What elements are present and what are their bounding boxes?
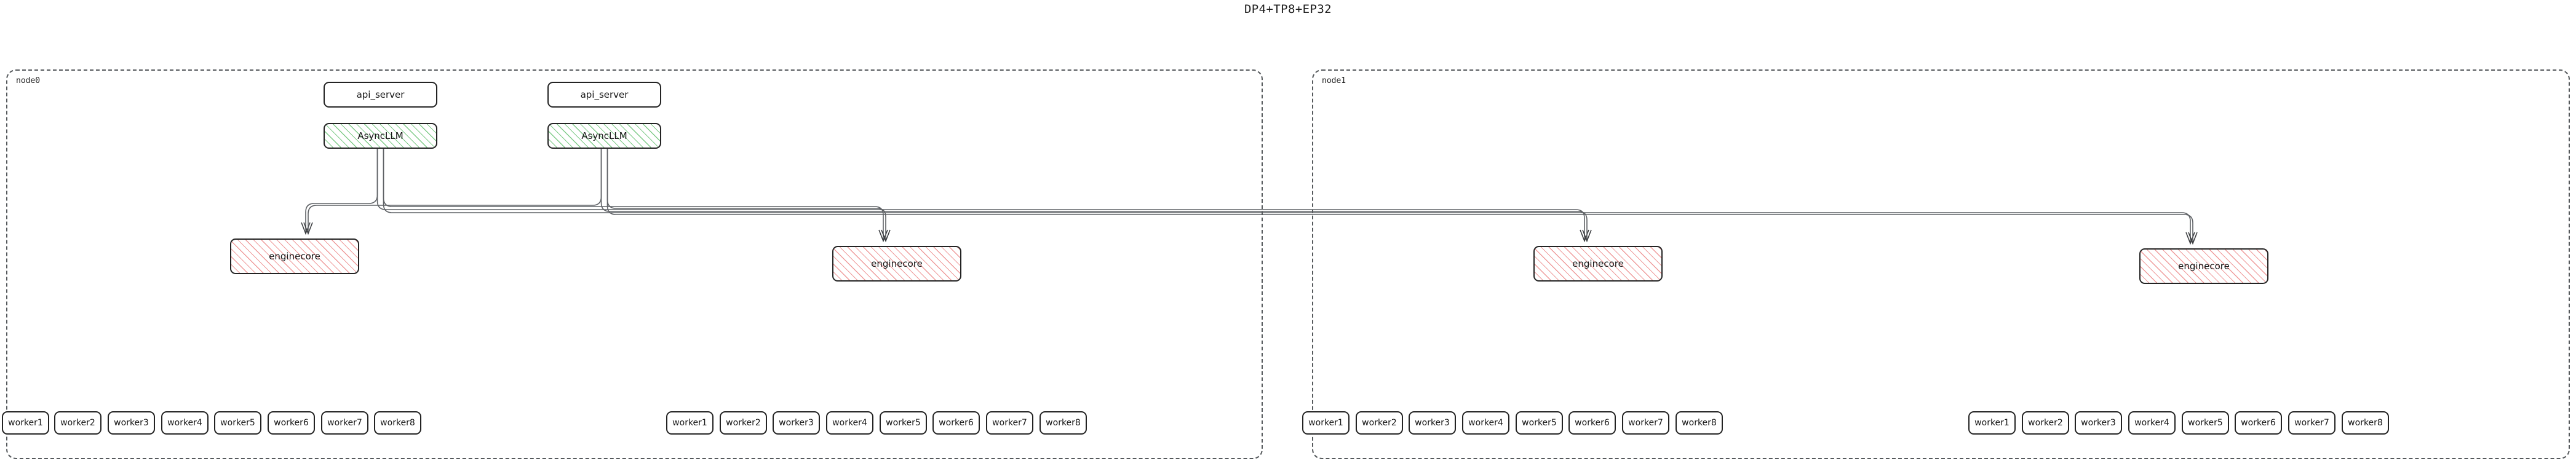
worker-box-group0-7-label: worker7 bbox=[327, 418, 362, 428]
worker-box-group3-7-label: worker7 bbox=[2294, 418, 2329, 428]
enginecore-box-4-label: enginecore bbox=[2178, 261, 2230, 272]
worker-box-group3-5[interactable]: worker5 bbox=[2182, 411, 2229, 435]
worker-box-group0-4-label: worker4 bbox=[167, 418, 202, 428]
worker-box-group3-3[interactable]: worker3 bbox=[2075, 411, 2122, 435]
worker-box-group0-6-label: worker6 bbox=[274, 418, 309, 428]
enginecore-box-4[interactable]: enginecore bbox=[2139, 248, 2268, 284]
worker-box-group1-6[interactable]: worker6 bbox=[932, 411, 980, 435]
worker-box-group2-2-label: worker2 bbox=[1362, 418, 1397, 428]
worker-box-group2-8-label: worker8 bbox=[1682, 418, 1717, 428]
enginecore-box-1[interactable]: enginecore bbox=[230, 238, 359, 274]
asyncllm-box-1[interactable]: AsyncLLM bbox=[324, 123, 437, 149]
worker-box-group0-7[interactable]: worker7 bbox=[321, 411, 368, 435]
worker-box-group3-2[interactable]: worker2 bbox=[2022, 411, 2069, 435]
worker-box-group0-3[interactable]: worker3 bbox=[108, 411, 155, 435]
worker-box-group1-4[interactable]: worker4 bbox=[826, 411, 873, 435]
worker-box-group0-6[interactable]: worker6 bbox=[268, 411, 315, 435]
worker-box-group1-1-label: worker1 bbox=[672, 418, 707, 428]
worker-box-group1-8-label: worker8 bbox=[1046, 418, 1081, 428]
worker-box-group2-5-label: worker5 bbox=[1522, 418, 1557, 428]
worker-box-group0-3-label: worker3 bbox=[114, 418, 149, 428]
worker-box-group3-4-label: worker4 bbox=[2134, 418, 2169, 428]
worker-box-group2-7[interactable]: worker7 bbox=[1622, 411, 1669, 435]
worker-box-group0-5-label: worker5 bbox=[220, 418, 255, 428]
worker-box-group3-1[interactable]: worker1 bbox=[1968, 411, 2016, 435]
enginecore-box-2-label: enginecore bbox=[871, 258, 923, 269]
worker-box-group0-2[interactable]: worker2 bbox=[54, 411, 101, 435]
page-title: DP4+TP8+EP32 bbox=[1244, 2, 1332, 16]
worker-box-group1-5[interactable]: worker5 bbox=[880, 411, 927, 435]
worker-box-group1-2[interactable]: worker2 bbox=[720, 411, 767, 435]
node-cluster-node1: node1 bbox=[1312, 69, 2570, 459]
worker-box-group1-7-label: worker7 bbox=[992, 418, 1027, 428]
worker-box-group1-6-label: worker6 bbox=[939, 418, 974, 428]
worker-box-group2-1[interactable]: worker1 bbox=[1302, 411, 1350, 435]
worker-box-group1-8[interactable]: worker8 bbox=[1040, 411, 1087, 435]
enginecore-box-3-label: enginecore bbox=[1572, 258, 1624, 269]
worker-box-group0-2-label: worker2 bbox=[60, 418, 95, 428]
asyncllm-box-1-label: AsyncLLM bbox=[357, 130, 403, 141]
worker-box-group3-8[interactable]: worker8 bbox=[2342, 411, 2389, 435]
worker-box-group2-3[interactable]: worker3 bbox=[1409, 411, 1456, 435]
worker-box-group1-4-label: worker4 bbox=[832, 418, 867, 428]
worker-box-group0-8[interactable]: worker8 bbox=[374, 411, 421, 435]
worker-box-group0-4[interactable]: worker4 bbox=[161, 411, 209, 435]
worker-box-group3-3-label: worker3 bbox=[2081, 418, 2116, 428]
worker-box-group1-1[interactable]: worker1 bbox=[666, 411, 714, 435]
enginecore-box-3[interactable]: enginecore bbox=[1533, 246, 1663, 282]
api-server-box-2-label: api_server bbox=[580, 89, 629, 100]
worker-box-group2-1-label: worker1 bbox=[1308, 418, 1343, 428]
worker-box-group3-2-label: worker2 bbox=[2028, 418, 2063, 428]
worker-box-group2-6-label: worker6 bbox=[1575, 418, 1610, 428]
worker-box-group3-8-label: worker8 bbox=[2348, 418, 2383, 428]
worker-box-group2-6[interactable]: worker6 bbox=[1568, 411, 1616, 435]
worker-box-group0-5[interactable]: worker5 bbox=[214, 411, 261, 435]
node-cluster-node0: node0 bbox=[6, 69, 1263, 459]
node-cluster-label: node1 bbox=[1322, 76, 1346, 85]
asyncllm-box-2[interactable]: AsyncLLM bbox=[547, 123, 661, 149]
worker-box-group0-1-label: worker1 bbox=[8, 418, 43, 428]
worker-box-group0-1[interactable]: worker1 bbox=[2, 411, 49, 435]
worker-box-group1-5-label: worker5 bbox=[886, 418, 921, 428]
api-server-box-1-label: api_server bbox=[356, 89, 405, 100]
worker-box-group3-5-label: worker5 bbox=[2188, 418, 2223, 428]
worker-box-group1-7[interactable]: worker7 bbox=[986, 411, 1033, 435]
worker-box-group3-4[interactable]: worker4 bbox=[2128, 411, 2176, 435]
worker-box-group0-8-label: worker8 bbox=[380, 418, 415, 428]
worker-box-group2-4[interactable]: worker4 bbox=[1462, 411, 1509, 435]
worker-box-group3-1-label: worker1 bbox=[1974, 418, 2010, 428]
worker-box-group2-5[interactable]: worker5 bbox=[1516, 411, 1563, 435]
worker-box-group2-3-label: worker3 bbox=[1415, 418, 1450, 428]
worker-box-group2-7-label: worker7 bbox=[1628, 418, 1663, 428]
enginecore-box-1-label: enginecore bbox=[269, 251, 320, 262]
worker-box-group3-6[interactable]: worker6 bbox=[2235, 411, 2282, 435]
api-server-box-2[interactable]: api_server bbox=[547, 82, 661, 108]
enginecore-box-2[interactable]: enginecore bbox=[832, 246, 961, 282]
worker-box-group1-3-label: worker3 bbox=[779, 418, 814, 428]
asyncllm-box-2-label: AsyncLLM bbox=[581, 130, 627, 141]
worker-box-group2-2[interactable]: worker2 bbox=[1356, 411, 1403, 435]
worker-box-group3-7[interactable]: worker7 bbox=[2288, 411, 2335, 435]
worker-box-group2-8[interactable]: worker8 bbox=[1676, 411, 1723, 435]
worker-box-group1-2-label: worker2 bbox=[726, 418, 761, 428]
worker-box-group3-6-label: worker6 bbox=[2241, 418, 2276, 428]
worker-box-group2-4-label: worker4 bbox=[1468, 418, 1503, 428]
node-cluster-label: node0 bbox=[16, 76, 41, 85]
worker-box-group1-3[interactable]: worker3 bbox=[773, 411, 820, 435]
api-server-box-1[interactable]: api_server bbox=[324, 82, 437, 108]
